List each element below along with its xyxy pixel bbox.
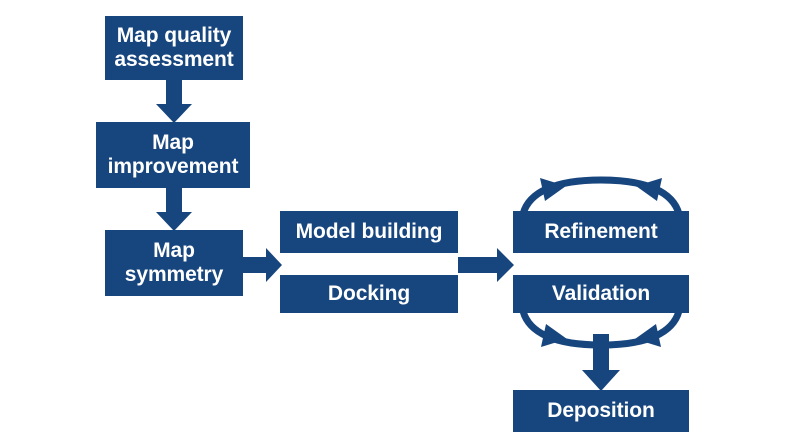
arrow-quality-to-improvement-icon [156,80,192,123]
arrow-improvement-to-symmetry-icon [156,188,192,231]
arrow-symmetry-to-modelbuilding-icon [243,248,282,282]
node-label: Map quality assessment [114,24,234,71]
node-label: Deposition [547,399,655,423]
node-map-symmetry[interactable]: Map symmetry [105,230,243,296]
node-map-improvement[interactable]: Map improvement [96,122,250,188]
cycle-arc-bottom-icon [519,309,683,349]
node-deposition[interactable]: Deposition [513,390,689,432]
node-label: Map improvement [107,131,239,178]
node-label: Map symmetry [124,239,224,286]
node-docking[interactable]: Docking [280,275,458,313]
arrow-cycle-to-deposition-icon [582,334,620,391]
cycle-arc-top-icon [519,176,683,216]
node-label: Refinement [544,220,658,244]
node-label: Model building [295,220,443,244]
node-label: Docking [327,282,411,306]
node-model-building[interactable]: Model building [280,211,458,253]
node-validation[interactable]: Validation [513,275,689,313]
node-label: Validation [551,282,651,306]
node-refinement[interactable]: Refinement [513,211,689,253]
node-map-quality-assessment[interactable]: Map quality assessment [105,16,243,80]
arrow-modelbuilding-to-refinement-icon [458,248,514,282]
